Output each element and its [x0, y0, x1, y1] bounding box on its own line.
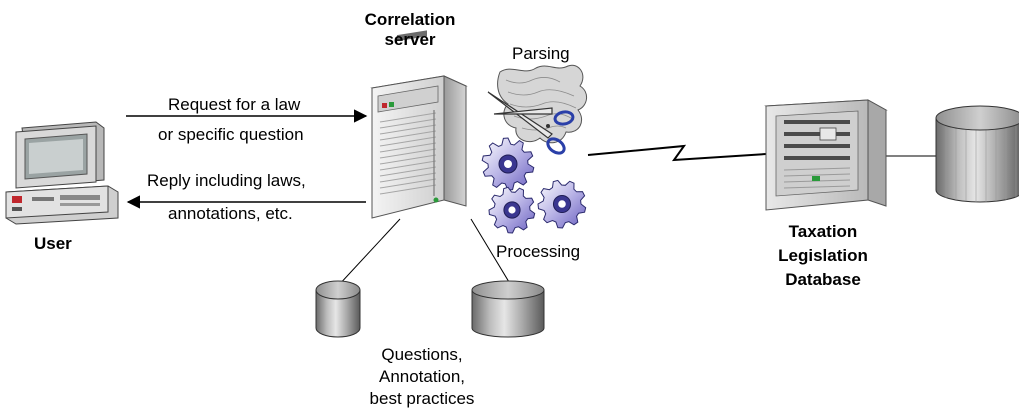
- tower-server-icon: [370, 30, 468, 219]
- reply-label-2: annotations, etc.: [168, 204, 293, 223]
- local-db-caption-line3: best practices: [369, 389, 475, 408]
- remote-db-caption-line2: Legislation: [778, 246, 868, 265]
- database-cylinder-icon: [471, 280, 545, 338]
- processing-label: Processing: [496, 242, 581, 261]
- network-link: [587, 144, 767, 162]
- user-label: User: [34, 234, 72, 253]
- parsing-label: Parsing: [512, 44, 570, 63]
- request-label-2: or specific question: [158, 125, 304, 144]
- gear-hole-2: [508, 206, 516, 214]
- gear-hole-1: [504, 160, 512, 168]
- remote-db-caption-line1: Taxation: [788, 222, 858, 241]
- server-title: Correlation server: [346, 10, 474, 50]
- remote-db-caption-line3: Database: [785, 270, 861, 289]
- reply-label: Reply including laws,: [147, 171, 306, 190]
- scissors-puzzle-icon: [487, 64, 587, 155]
- local-db-caption: Questions, Annotation, best practices: [352, 344, 492, 410]
- desktop-computer-icon: [5, 121, 119, 225]
- remote-db-caption: Taxation Legislation Database: [758, 220, 888, 292]
- rack-server-icon: [764, 99, 888, 211]
- local-db-caption-line2: Annotation,: [378, 367, 465, 386]
- gear-hole-3: [558, 200, 566, 208]
- local-db-caption-line1: Questions,: [381, 345, 463, 364]
- db-link-right: [470, 218, 513, 288]
- request-label: Request for a law: [168, 95, 301, 114]
- gears-icon: [481, 137, 587, 234]
- database-cylinder-icon: [935, 105, 1019, 203]
- server-title-line2: server: [384, 30, 436, 49]
- server-title-line1: Correlation: [364, 10, 456, 29]
- db-link-left: [336, 218, 401, 288]
- database-cylinder-icon: [315, 280, 361, 338]
